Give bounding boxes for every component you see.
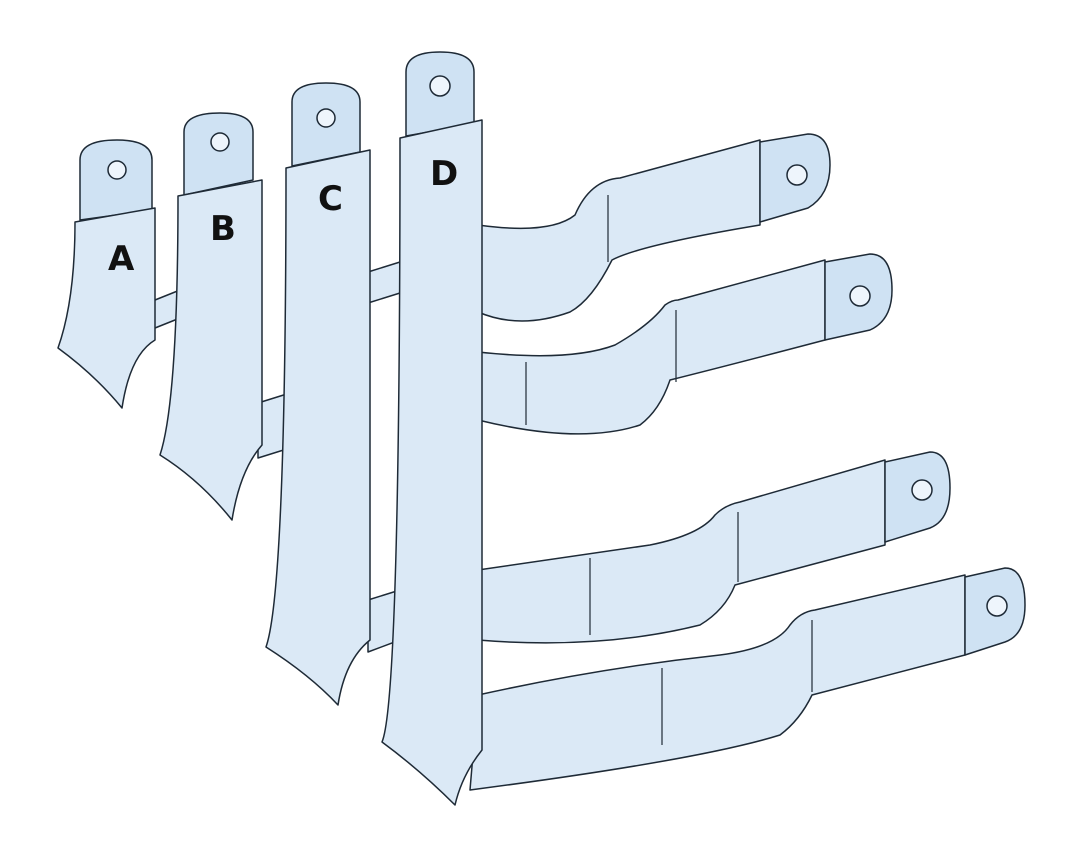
busbar-d-arm-1 — [477, 133, 831, 322]
busbar-b: B — [159, 112, 291, 521]
busbar-d-arm-4 — [469, 567, 1026, 791]
busbar-c: C — [265, 82, 401, 706]
busbar-b-terminal-tab — [183, 112, 254, 196]
busbar-d: D — [381, 51, 1026, 806]
busbar-b-vertical-bar — [159, 179, 263, 521]
busbar-a-bolt-hole — [107, 160, 127, 180]
busbar-a-label: A — [108, 239, 135, 279]
busbar-d-label: D — [430, 154, 458, 194]
busbar-c-vertical-bar — [265, 149, 371, 706]
busbar-d-arm-2 — [477, 253, 893, 435]
busbar-c-label: C — [318, 179, 343, 219]
busbar-d-vertical-bar — [381, 119, 483, 806]
busbar-b-label: B — [210, 209, 236, 249]
busbar-a: A — [57, 139, 181, 409]
busbar-a-vertical-bar — [57, 207, 156, 409]
busbar-a-terminal-tab — [79, 139, 153, 221]
busbar-b-bolt-hole — [210, 132, 230, 152]
busbar-d-arm-3 — [477, 451, 951, 644]
busbar-c-bolt-hole — [316, 108, 336, 128]
busbar-c-arm-upper — [367, 261, 401, 304]
busbar-d-bolt-hole — [429, 75, 451, 97]
